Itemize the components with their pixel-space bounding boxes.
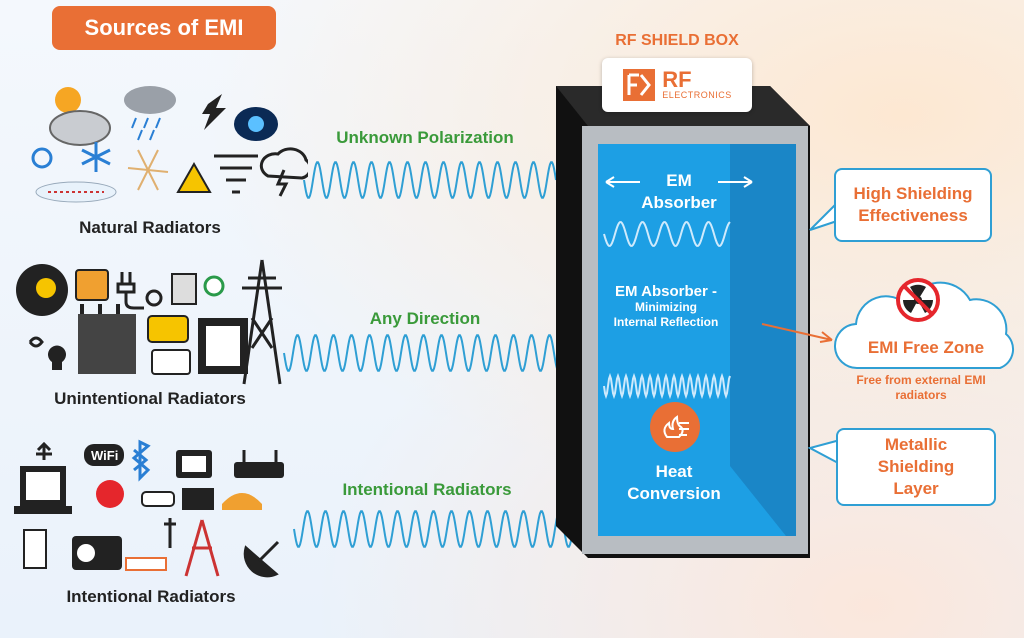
printer-icon: [182, 488, 214, 510]
antenna-icon: [164, 518, 176, 548]
snowflake-icon: [81, 142, 111, 172]
rf-electronics-logo: RF ELECTRONICS: [602, 58, 752, 112]
bulb-icon: [48, 345, 66, 370]
em-absorber-2-label: EM Absorber -: [615, 283, 717, 300]
radio-icon: [72, 536, 122, 570]
xray-icon: [198, 318, 248, 374]
rf-shield-box-title: RF SHIELD BOX: [615, 32, 739, 49]
transformer-icon: [78, 304, 136, 374]
lightning-icon: [202, 94, 226, 130]
esd-field-icon: [35, 181, 117, 203]
meter-icon: [203, 275, 225, 297]
tv-icon: [176, 450, 212, 478]
wave-middle: [283, 334, 577, 372]
minimizing-label: Minimizing Internal Reflection: [613, 300, 719, 329]
heat-conversion-label: Heat Conversion: [627, 462, 721, 503]
intentional-radiators-icons: WiFi: [14, 439, 284, 578]
natural-radiators-icons: [31, 86, 308, 203]
satellite-dish-icon: [243, 540, 280, 578]
group-label-intentional: Intentional Radiators: [66, 587, 236, 606]
sun-cloud-icon: [49, 87, 111, 146]
cell-tower-icon: [184, 519, 220, 577]
absorber-wave-1: [603, 221, 731, 247]
usb-icon: [36, 441, 52, 460]
generator-icon: [75, 269, 109, 301]
esd-warning-icon: [176, 161, 212, 193]
group-label-natural: Natural Radiators: [79, 218, 221, 237]
car-icon: [141, 491, 175, 507]
em-absorber-arrows: [604, 172, 754, 192]
thunder-cloud-icon: [259, 147, 308, 197]
callout-tail-high: [809, 199, 841, 231]
emi-free-zone-label: EMI Free Zone: [867, 338, 985, 357]
absorber-wave-2: [603, 372, 731, 400]
motor-icon: [147, 315, 189, 343]
modem-icon: [125, 557, 167, 571]
zigbee-icon: [96, 480, 124, 508]
space-icon: [234, 107, 278, 141]
wave-label-top: Unknown Polarization: [336, 128, 514, 147]
unintentional-radiators-icons: [16, 259, 282, 385]
callout-metallic-layer: Metallic Shielding Layer: [836, 428, 996, 506]
callout-tail-metallic: [808, 439, 841, 465]
emi-free-zone-sub: Free from external EMI radiators: [856, 373, 986, 402]
logo-sub-text: ELECTRONICS: [662, 90, 732, 100]
tornado-icon: [214, 154, 258, 194]
esd-spark-icon: [127, 149, 169, 191]
plug-icon: [116, 272, 163, 310]
wifi-icon: WiFi: [84, 444, 124, 466]
svg-text:WiFi: WiFi: [91, 448, 118, 463]
tower-icon: [242, 259, 282, 385]
breaker-icon: [171, 273, 197, 305]
wave-label-bottom: Intentional Radiators: [342, 480, 512, 499]
group-label-unintentional: Unintentional Radiators: [54, 389, 246, 408]
welder-icon: [16, 264, 68, 316]
em-absorber-label: EM Absorber: [641, 171, 717, 212]
callout-high-shielding: High Shielding Effectiveness: [834, 168, 992, 242]
wave-bottom: [293, 510, 577, 548]
section-title: Sources of EMI: [52, 6, 276, 50]
router-icon: [234, 450, 284, 478]
sun-snow-icon: [31, 147, 53, 169]
flame-icon: [663, 415, 689, 438]
no-radiation-icon: [896, 278, 940, 322]
microwave-icon: [151, 349, 191, 375]
wave-label-middle: Any Direction: [369, 309, 481, 328]
bluetooth-icon: [131, 439, 151, 482]
rf-logo-mark-icon: [623, 69, 656, 101]
absorber-right-face: [730, 144, 796, 536]
storm-cloud-icon: [124, 86, 176, 141]
heat-icon: [650, 402, 700, 452]
phone-icon: [222, 493, 262, 510]
cfl-bulb-icon: [28, 336, 44, 348]
pc-icon: [23, 529, 47, 569]
logo-rf-text: RF: [662, 67, 692, 92]
arrow-to-free-zone: [761, 323, 833, 343]
wave-top: [303, 161, 557, 199]
laptop-icon: [14, 466, 72, 514]
double-arrow-icon: [605, 176, 753, 188]
